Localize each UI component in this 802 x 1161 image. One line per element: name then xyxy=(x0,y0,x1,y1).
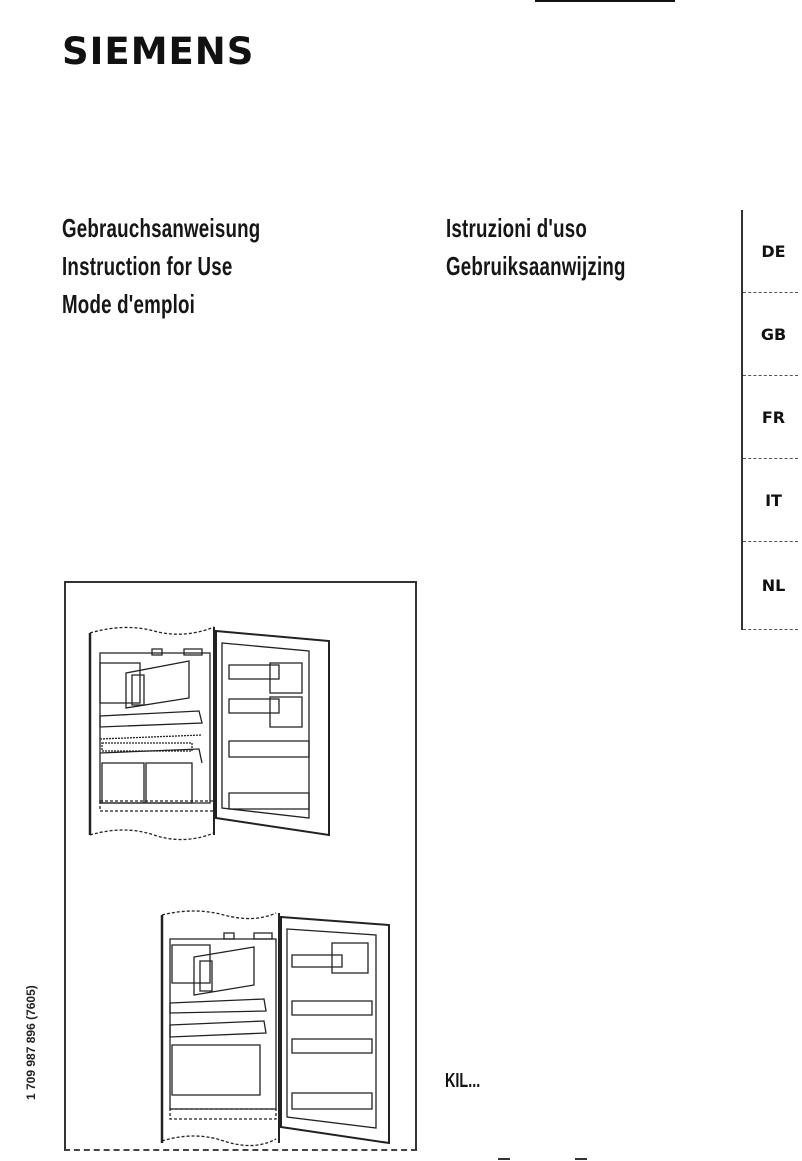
document-code: 1 709 987 896 (7605) xyxy=(24,985,38,1100)
title-de: Gebrauchsanweisung xyxy=(62,213,261,243)
brand-logo: SIEMENS xyxy=(62,30,255,73)
fridge-illustration-small xyxy=(84,613,344,848)
tab-fr[interactable]: FR xyxy=(743,376,798,459)
product-illustration-frame xyxy=(64,581,417,1151)
bottom-mark xyxy=(498,1158,510,1160)
tab-it[interactable]: IT xyxy=(743,459,798,542)
tab-de[interactable]: DE xyxy=(743,210,798,293)
title-gb: Instruction for Use xyxy=(62,251,233,281)
model-number: KIL... xyxy=(445,1070,481,1092)
title-it: Istruzioni d'uso xyxy=(446,213,588,243)
tab-gb[interactable]: GB xyxy=(743,293,798,376)
fridge-illustration-large xyxy=(154,903,404,1148)
title-fr: Mode d'emploi xyxy=(62,289,196,319)
bottom-mark xyxy=(575,1158,587,1160)
tab-nl[interactable]: NL xyxy=(743,542,798,630)
title-nl: Gebruiksaanwijzing xyxy=(446,251,626,281)
language-tabs: DE GB FR IT NL xyxy=(741,210,798,630)
top-rule xyxy=(535,0,675,2)
